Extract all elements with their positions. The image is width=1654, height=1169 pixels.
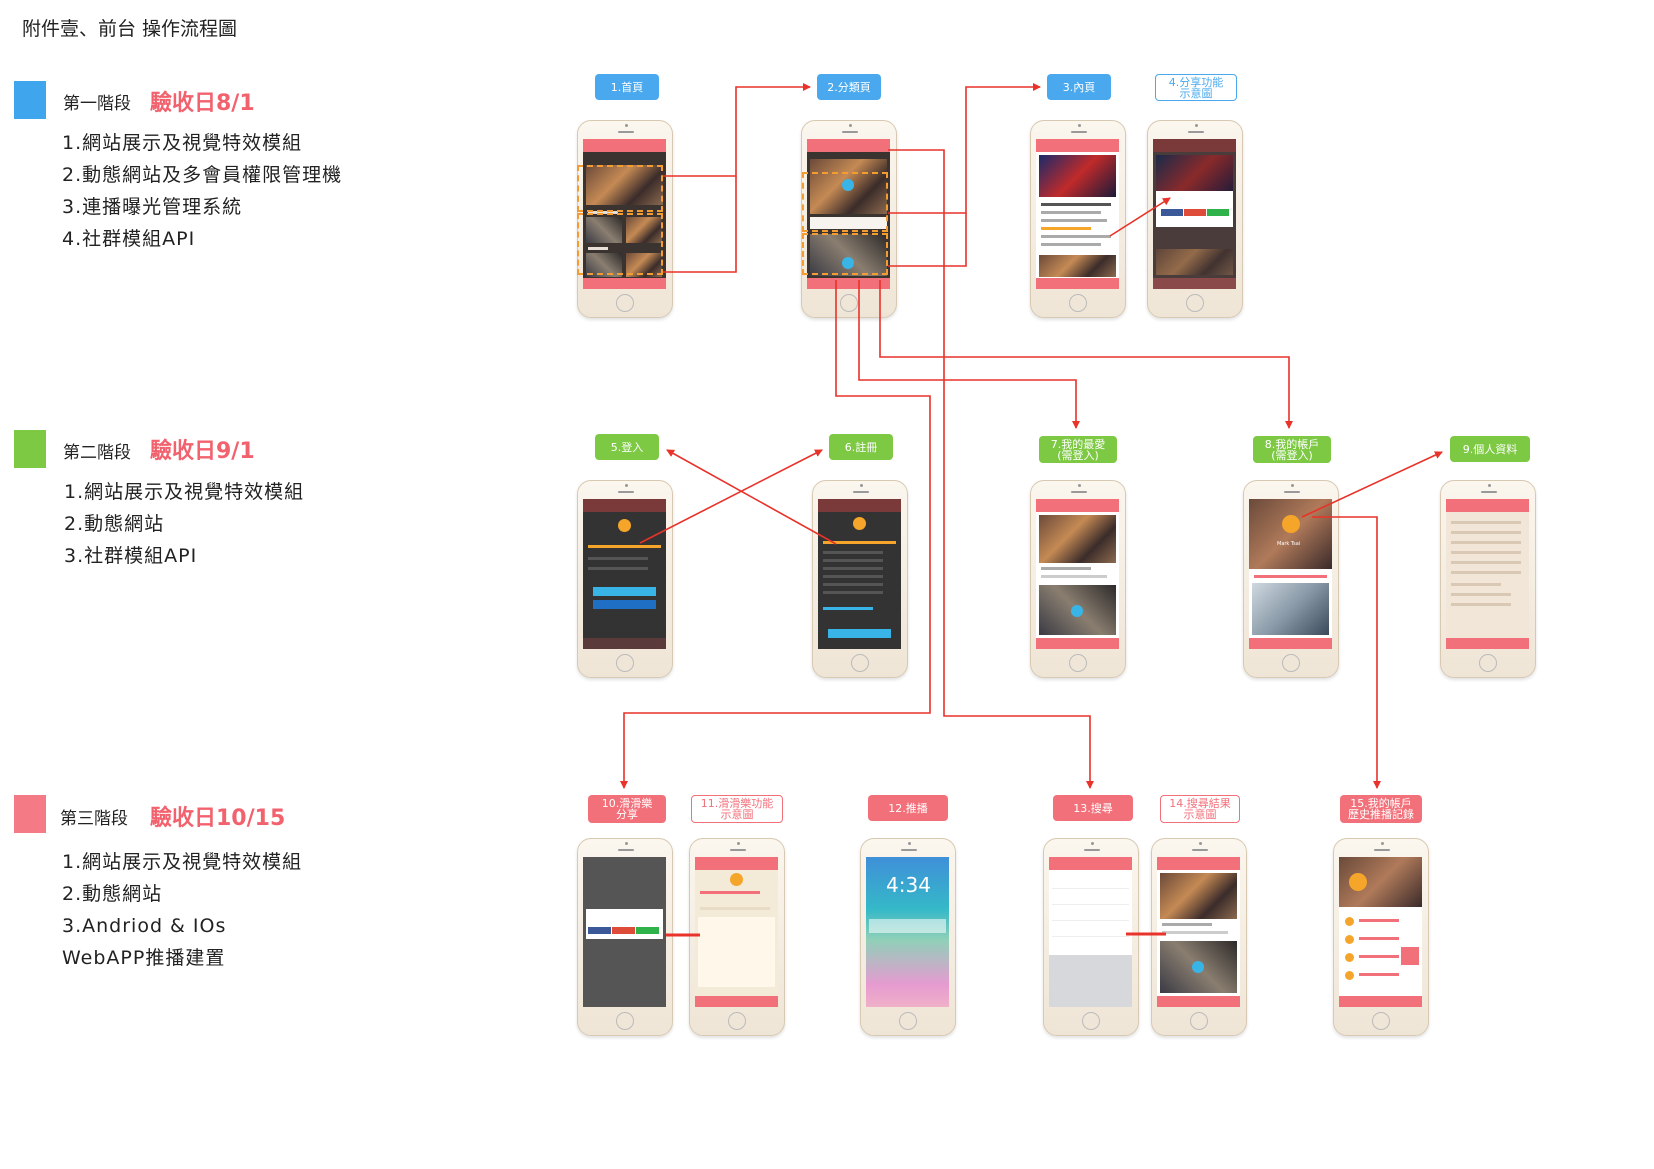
label-s3-article: 3.內頁: [1047, 74, 1111, 100]
stage-2-items: 1.網站展示及視覺特效模組 2.動態網站 3.社群模組API: [64, 476, 304, 572]
label-s11-swipe-demo: 11.滑滑樂功能 示意圖: [691, 795, 783, 823]
phone-login: [577, 480, 673, 678]
stage-item: 1.網站展示及視覺特效模組: [62, 132, 303, 154]
stage-item: 1.網站展示及視覺特效模組: [62, 851, 303, 873]
label-s15-push-history: 15.我的帳戶 歷史推播記錄: [1340, 795, 1422, 823]
label-s13-search: 13.搜尋: [1053, 795, 1133, 821]
highlight-home-list: [577, 213, 663, 275]
stage-item: 3.社群模組API: [64, 545, 198, 567]
stage-2-swatch: [14, 430, 46, 468]
stage-2-date: 驗收日9/1: [150, 439, 255, 464]
phone-search-results: [1151, 838, 1247, 1036]
page-title: 附件壹、前台 操作流程圖: [22, 18, 238, 40]
arrow-account-to-history: [1312, 516, 1381, 789]
stage-3-swatch: [14, 795, 46, 833]
phone-share-demo: [1147, 120, 1243, 318]
stage-1-items: 1.網站展示及視覺特效模組 2.動態網站及多會員權限管理機 3.連播曝光管理系統…: [62, 127, 342, 255]
arrow-category-to-favorites: [858, 280, 1080, 429]
label-s8-account: 8.我的帳戶 (需登入): [1253, 436, 1331, 463]
label-s9-profile: 9.個人資料: [1450, 436, 1530, 462]
arrow-account-to-profile: [1301, 451, 1443, 518]
phone-register: [812, 480, 908, 678]
label-s2-category: 2.分類頁: [817, 74, 881, 100]
stage-3-name: 第三階段: [60, 809, 128, 829]
stage-item: 1.網站展示及視覺特效模組: [64, 481, 305, 503]
label-s7-favorites: 7.我的最愛 (需登入): [1039, 436, 1117, 463]
phone-category: [801, 120, 897, 318]
stage-item: 2.動態網站: [62, 883, 163, 905]
arrow-category-list-to-article: [888, 213, 967, 267]
highlight-home-banner: [577, 165, 663, 212]
stage-item: 3.連播曝光管理系統: [62, 196, 243, 218]
phone-push-lock: 4:34: [860, 838, 956, 1036]
label-s10-swipe-share: 10.滑滑樂 分享: [588, 795, 666, 823]
phone-article: [1030, 120, 1126, 318]
arrow-category-to-swipe: [620, 280, 931, 789]
stage-item: 2.動態網站: [64, 513, 165, 535]
lock-time: 4:34: [886, 873, 931, 897]
stage-item: 3.Andriod & IOs: [62, 915, 227, 937]
arrow-article-to-share: [1109, 197, 1171, 237]
stage-1-name: 第一階段: [63, 94, 131, 114]
stage-item: WebAPP推播建置: [62, 947, 226, 969]
label-s5-login: 5.登入: [595, 434, 659, 460]
highlight-category-card-2: [802, 233, 888, 275]
label-s1-home: 1.首頁: [595, 74, 659, 100]
stage-1-swatch: [14, 81, 46, 119]
arrow-home-list-to-category: [663, 176, 737, 273]
arrow-category-to-search: [888, 149, 1094, 789]
arrow-register-to-login: [666, 449, 837, 545]
stage-item: 2.動態網站及多會員權限管理機: [62, 164, 343, 186]
arrow-category-to-account: [879, 280, 1293, 429]
phone-swipe-demo: [689, 838, 785, 1036]
arrow-home-to-category: [663, 83, 811, 177]
highlight-category-card: [802, 172, 888, 232]
label-s14-search-results: 14.搜尋結果 示意圖: [1160, 795, 1240, 823]
stage-3-date: 驗收日10/15: [150, 806, 286, 831]
phone-swipe-share: [577, 838, 673, 1036]
label-s6-register: 6.註冊: [829, 434, 893, 460]
phone-profile: [1440, 480, 1536, 678]
phone-push-history: [1333, 838, 1429, 1036]
stage-2-name: 第二階段: [63, 443, 131, 463]
label-s12-push: 12.推播: [868, 795, 948, 821]
phone-account: Mark Tsai: [1243, 480, 1339, 678]
arrow-login-to-register: [639, 449, 823, 544]
stage-3-items: 1.網站展示及視覺特效模組 2.動態網站 3.Andriod & IOs Web…: [62, 846, 302, 974]
phone-search: [1043, 838, 1139, 1036]
stage-item: 4.社群模組API: [62, 228, 196, 250]
arrow-category-to-article: [888, 83, 1041, 214]
label-s4-share-demo: 4.分享功能 示意圖: [1155, 74, 1237, 101]
phone-favorites: [1030, 480, 1126, 678]
profile-name: Mark Tsai: [1277, 541, 1301, 547]
stage-1-date: 驗收日8/1: [150, 91, 255, 116]
